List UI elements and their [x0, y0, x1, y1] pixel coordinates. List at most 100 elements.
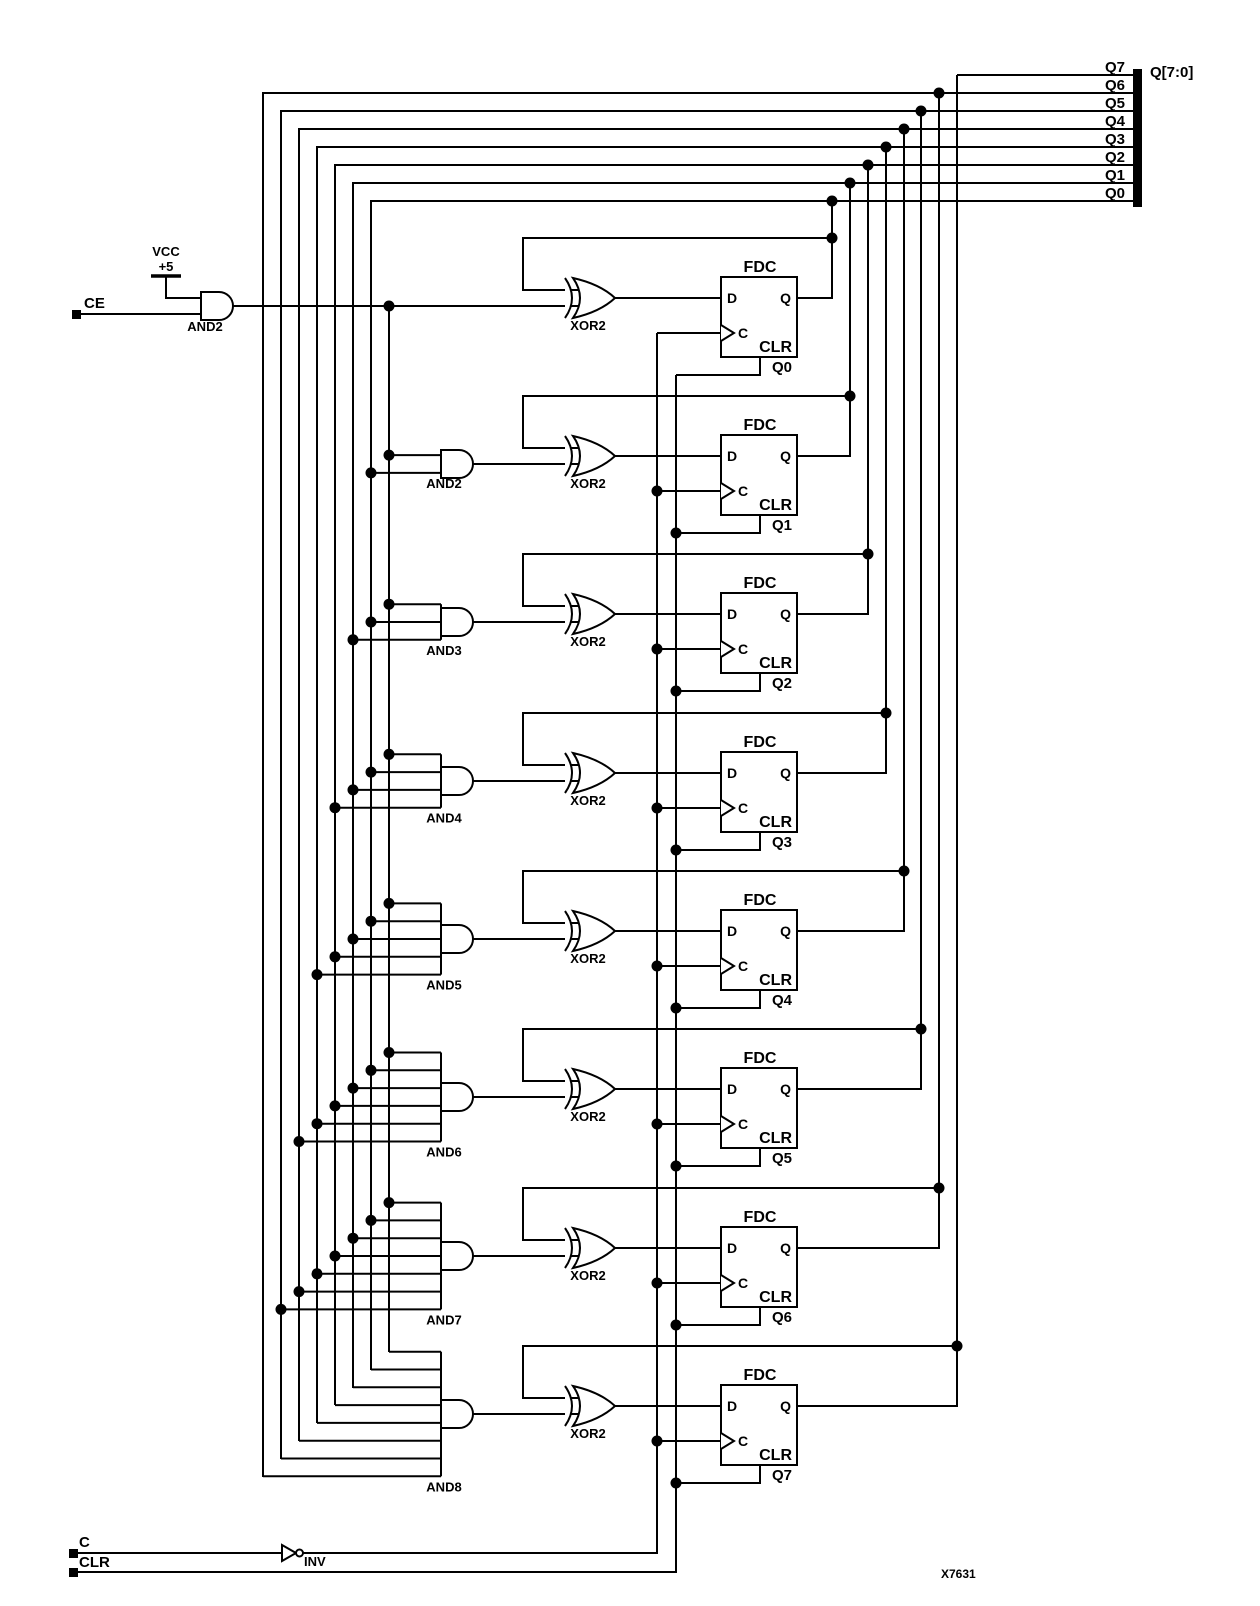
- clock-triangle-icon: [720, 1432, 736, 1450]
- junction-dot: [880, 141, 892, 153]
- and-gate-label: AND4: [426, 811, 462, 826]
- clock-triangle-icon: [720, 957, 736, 975]
- bus-bit-label: Q2: [1105, 149, 1125, 166]
- toggle-feedback-loop: [522, 870, 904, 924]
- stage-output-label: Q6: [772, 1309, 792, 1326]
- xor-gate-label: XOR2: [570, 1109, 605, 1124]
- stage-output-label: Q2: [772, 675, 792, 692]
- fdc-label: FDC: [744, 734, 777, 751]
- xor-gate: [570, 592, 617, 636]
- fdc-pin-q-label: Q: [780, 448, 791, 464]
- junction-dot: [933, 1182, 945, 1194]
- and-gate: [440, 1241, 474, 1271]
- junction-dot: [898, 123, 910, 135]
- fdc-flipflop: [720, 1384, 798, 1466]
- junction-dot: [383, 748, 395, 760]
- xor-gate: [570, 276, 617, 320]
- vcc-label: VCC: [152, 244, 180, 259]
- fdc-pin-q-label: Q: [780, 1398, 791, 1414]
- fdc-pin-q-label: Q: [780, 765, 791, 781]
- xor-gate-label: XOR2: [570, 634, 605, 649]
- clock-triangle-icon: [720, 1274, 736, 1292]
- q-feedback-rail: [370, 200, 1133, 1370]
- junction-dot: [347, 933, 359, 945]
- junction-dot: [347, 1082, 359, 1094]
- q-output-riser: [797, 111, 922, 1090]
- q-feedback-rail: [298, 128, 1133, 1441]
- toggle-feedback-loop: [522, 1345, 957, 1399]
- and-gate-label: AND2: [426, 476, 461, 491]
- junction-dot: [329, 1100, 341, 1112]
- junction-dot: [365, 616, 377, 628]
- junction-dot: [275, 1303, 287, 1315]
- junction-dot: [365, 766, 377, 778]
- junction-dot: [383, 449, 395, 461]
- junction-dot: [383, 1047, 395, 1058]
- junction-dot: [898, 865, 910, 877]
- fdc-pin-c-label: C: [738, 800, 748, 816]
- fdc-flipflop: [720, 592, 798, 674]
- fdc-pin-d-label: D: [727, 448, 737, 464]
- toggle-feedback-loop: [522, 712, 886, 766]
- fdc-pin-d-label: D: [727, 923, 737, 939]
- clear-terminal: [69, 1568, 78, 1577]
- fdc-label: FDC: [744, 417, 777, 434]
- bus-bit-label: Q0: [1105, 185, 1125, 202]
- junction-dot: [347, 1232, 359, 1244]
- junction-dot: [347, 634, 359, 646]
- toggle-feedback-loop: [522, 237, 832, 291]
- junction-dot: [826, 195, 838, 207]
- junction-dot: [651, 1277, 663, 1289]
- fdc-pin-q-label: Q: [780, 923, 791, 939]
- xor-gate-label: XOR2: [570, 1426, 605, 1441]
- xor-gate-label: XOR2: [570, 951, 605, 966]
- xor-gate: [570, 434, 617, 478]
- xor-gate-input-arc: [564, 1227, 573, 1269]
- clock-triangle-icon: [720, 482, 736, 500]
- junction-dot: [862, 159, 874, 171]
- toggle-feedback-loop: [522, 553, 868, 607]
- bus-bit-label: Q1: [1105, 167, 1125, 184]
- junction-dot: [915, 105, 927, 117]
- junction-dot: [651, 802, 663, 814]
- and-gate: [440, 449, 474, 479]
- fdc-label: FDC: [744, 1367, 777, 1384]
- inv-label: INV: [304, 1554, 326, 1569]
- ce-input-label: CE: [84, 295, 105, 312]
- xor-gate-input-arc: [564, 1385, 573, 1427]
- junction-dot: [347, 784, 359, 796]
- fdc-pin-c-label: C: [738, 325, 748, 341]
- bus-bit-label: Q6: [1105, 77, 1125, 94]
- fdc-pin-clr-label: CLR: [759, 1289, 792, 1306]
- fdc-label: FDC: [744, 575, 777, 592]
- junction-dot: [383, 897, 395, 909]
- and-gate-label: AND3: [426, 643, 461, 658]
- junction-dot: [880, 707, 892, 719]
- junction-dot: [826, 232, 838, 244]
- junction-dot: [383, 1197, 395, 1209]
- and-gate-label: AND2: [187, 319, 222, 334]
- stage-output-label: Q3: [772, 834, 792, 851]
- vcc-wire: [165, 276, 201, 299]
- q-feedback-rail: [316, 146, 1133, 1423]
- junction-dot: [383, 598, 395, 610]
- junction-dot: [844, 177, 856, 189]
- and-gate-label: AND6: [426, 1145, 461, 1160]
- fdc-pin-d-label: D: [727, 290, 737, 306]
- junction-dot: [329, 802, 341, 814]
- fdc-flipflop: [720, 434, 798, 516]
- junction-dot: [365, 1214, 377, 1226]
- fdc-pin-clr-label: CLR: [759, 1130, 792, 1147]
- fdc-flipflop: [720, 1067, 798, 1149]
- clr-route: [676, 357, 761, 376]
- xor-gate-label: XOR2: [570, 1268, 605, 1283]
- stage-output-label: Q7: [772, 1467, 792, 1484]
- fdc-flipflop: [720, 751, 798, 833]
- junction-dot: [651, 1435, 663, 1447]
- vcc-voltage-label: +5: [159, 259, 174, 274]
- clock-input-label: C: [79, 1534, 90, 1551]
- junction-dot: [670, 527, 682, 539]
- q-output-riser: [797, 93, 940, 1249]
- and-gate: [440, 766, 474, 796]
